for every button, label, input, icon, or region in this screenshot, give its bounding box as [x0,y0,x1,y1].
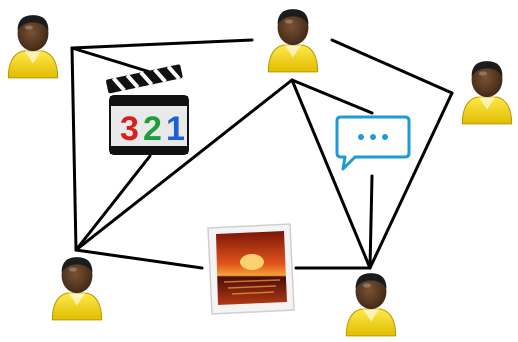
edge-right-bottomright [368,91,454,270]
edge-topcenter-right [330,38,454,95]
user-bottom-right-icon[interactable] [345,272,397,337]
edge-bottomleft-photo [74,248,204,270]
user-top-left-icon[interactable] [7,14,59,79]
edge-topleft-topcenter [70,38,254,50]
edge-topleft-bottomleft [70,46,78,252]
edge-topcenter-bottomright [290,78,372,270]
edge-topleft-media [70,46,152,74]
clap-digit-2: 2 [143,110,162,148]
edge-chat-bottomright [368,174,374,270]
sunset-photo-icon[interactable] [207,223,295,315]
edge-topcenter-chat [290,78,374,115]
user-bottom-left-icon[interactable] [51,256,103,321]
chat-bubble-icon[interactable] [335,115,411,171]
edge-media-bottomleft [74,154,152,252]
edge-topcenter-bottomleft [74,78,294,252]
user-top-center-icon[interactable] [267,8,319,73]
clap-digit-3: 3 [120,110,139,148]
clapperboard-icon[interactable]: 3 2 1 [106,64,189,155]
connection-lines [70,38,454,270]
clap-digit-1: 1 [166,110,185,148]
user-right-icon[interactable] [461,60,513,125]
